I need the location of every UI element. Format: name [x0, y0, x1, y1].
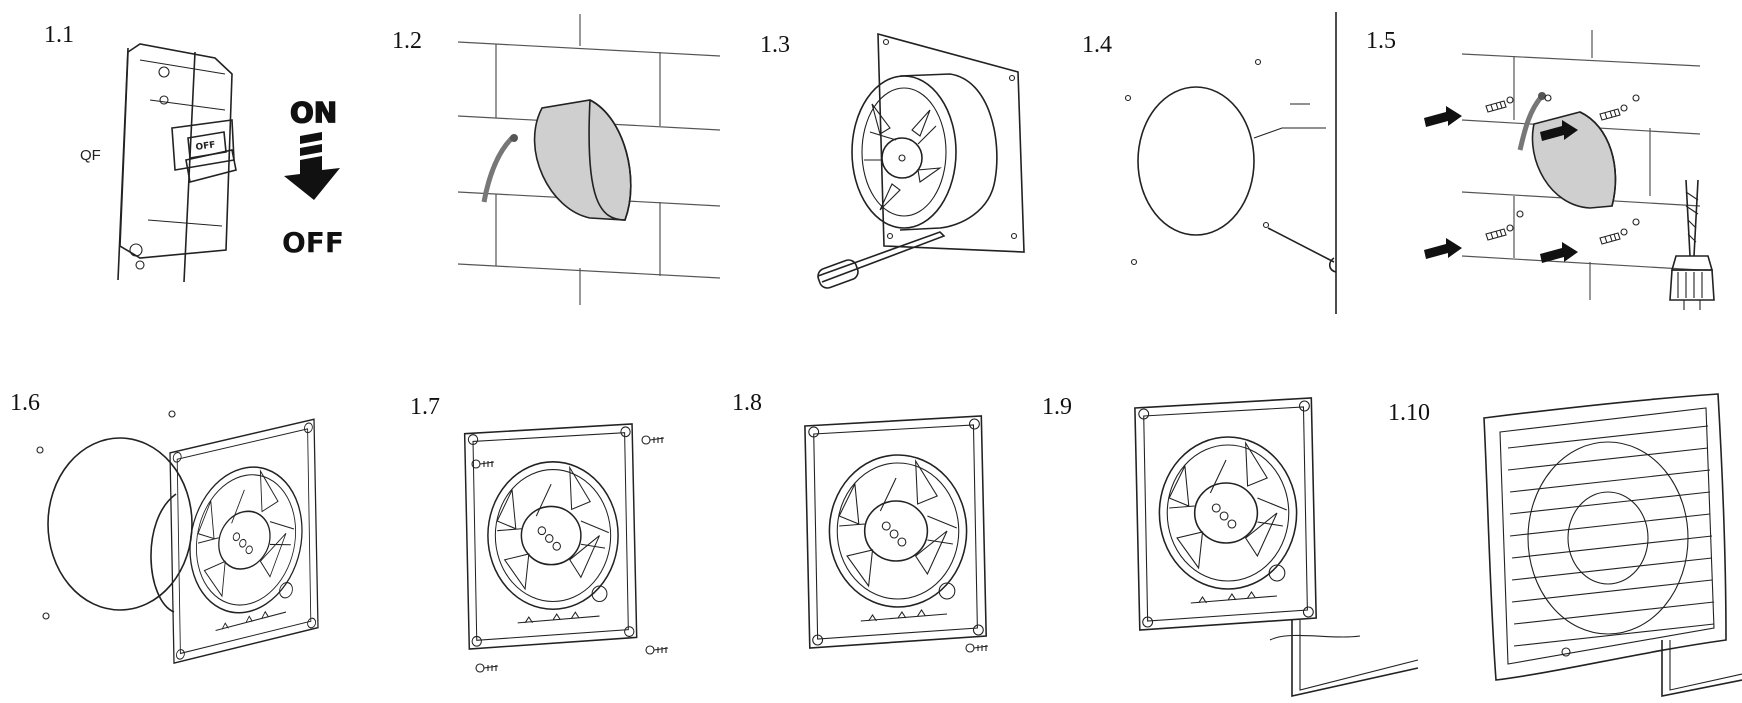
- wall-hole-icon: [457, 14, 721, 305]
- fan-disassembly-icon: [817, 32, 1025, 289]
- step-label-1-8: 1.8: [732, 390, 762, 416]
- fan-screwing-icon: [463, 423, 669, 673]
- drilling-dowels-icon: [1424, 30, 1715, 310]
- fan-mounted-icon: [804, 415, 989, 653]
- on-off-indicator-icon: ON OFF: [282, 95, 344, 259]
- step-label-1-1: 1.1: [44, 22, 74, 48]
- fan-cover-installed-icon: [1483, 393, 1742, 697]
- step-label-1-5: 1.5: [1366, 28, 1396, 54]
- step-label-1-6: 1.6: [10, 390, 40, 416]
- switch-on-text: ON: [290, 96, 337, 129]
- fan-wiring-icon: [1134, 397, 1419, 697]
- step-label-1-7: 1.7: [410, 394, 440, 420]
- marking-holes-icon: [1124, 12, 1337, 314]
- circuit-breaker-off-icon: OFF QF: [80, 43, 237, 283]
- step-label-1-4: 1.4: [1082, 32, 1112, 58]
- switch-off-text: OFF: [282, 226, 344, 259]
- step-label-1-2: 1.2: [392, 28, 422, 54]
- step-label-1-9: 1.9: [1042, 394, 1072, 420]
- breaker-switch-text: OFF: [195, 140, 216, 153]
- fan-insertion-icon: [36, 410, 319, 665]
- step-label-1-3: 1.3: [760, 32, 790, 58]
- step-label-1-10: 1.10: [1388, 400, 1430, 426]
- breaker-label: QF: [80, 147, 101, 164]
